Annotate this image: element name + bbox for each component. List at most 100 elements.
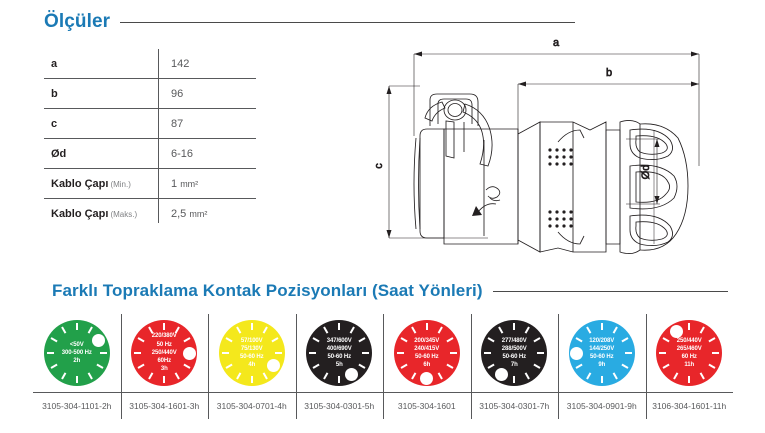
dial-rating-line: 200/345V [414,337,440,344]
table-row: a 142 [44,49,256,79]
dial-tick [75,323,78,330]
connector-outline [413,93,689,255]
dial-rating-line: 60 Hz [681,354,697,360]
cell-divider [383,392,471,393]
part-number-label: 3105-304-0301-7h [479,401,550,411]
part-number-label: 3105-304-0301-5h [304,401,375,411]
part-number-label: 3105-304-0701-4h [216,401,287,411]
dial-rating-line: 120/208V [589,337,615,344]
dial-rating-line: 60Hz [157,358,172,365]
dial-rating-line: 347/600V [326,337,352,344]
earth-contact-position-dot [420,371,434,385]
earth-contact-position-dot [345,368,359,382]
part-number-label: 3105-304-1601-3h [129,401,200,411]
grounding-section-heading: Farklı Topraklama Kontak Pozisyonları (S… [52,281,728,301]
cell-divider [295,392,383,393]
dial-tick-ring [656,320,722,386]
technical-drawing: a b c [368,26,763,266]
dimensions-table: a 142 b 96 c 87 Ød 6-16 Kablo Çapı(Min.) [44,49,256,228]
dimension-line-c [386,85,488,239]
dial-rating-line: 3h [160,366,168,373]
dimension-value: 142 [158,58,256,70]
dial-rating-line: 250/440V [151,349,177,356]
dial-rating-line: 300-500 Hz [61,349,92,356]
dial-rating-line: 277/480V [501,337,527,344]
dial-rating-line: 50-60 Hz [502,354,527,360]
dial-rating-line: <50V [69,341,84,348]
dial-rating-line: 6h [423,362,431,369]
dial-tick-ring [481,320,547,386]
table-row: Kablo Çapı(Min.) 1 mm² [44,169,256,199]
dial-rating-line: 288/500V [501,345,527,352]
dimension-value: 96 [158,88,256,100]
rotation-symbol [472,186,501,216]
dimension-value-text: 6-16 [171,147,194,160]
dial-rating-line: 9h [598,362,606,369]
dial-rating-line: 57/100V [240,337,263,344]
dimension-label: c [44,118,158,130]
dial-rating-line: 50-60 Hz [327,354,352,360]
dimension-line-a [413,51,700,166]
dimension-value-unit: mm² [180,178,199,189]
dimension-line-d [626,138,660,205]
cell-divider [558,392,646,393]
table-row: b 96 [44,79,256,109]
dimension-value: 1 mm² [158,178,256,190]
dimension-value-unit: mm² [189,208,208,219]
dial-tick-ring [569,320,635,386]
dimension-label-b: b [606,67,612,79]
dial-rating-line: 144/250V [589,345,615,352]
grounding-heading-text: Farklı Topraklama Kontak Pozisyonları (S… [52,281,483,300]
dimension-value: 6-16 [158,148,256,160]
dimensions-heading-text: Ölçüler [44,11,111,32]
dial-rating-line: 5h [335,362,343,369]
earth-contact-position-dot [495,368,509,382]
dial-tick [425,323,428,330]
part-number-label: 3105-304-1101-2h [42,401,112,411]
dimension-label: Kablo Çapı(Min.) [44,178,158,190]
dial-rating-line: 265/460V [676,345,702,352]
dial-tick [600,323,603,330]
dial-tick [250,323,253,330]
dimension-value: 87 [158,118,256,130]
dimension-label-text: Ød [51,147,67,160]
cell-divider [208,392,296,393]
dial-tick-ring [131,320,197,386]
cell-divider [645,392,733,393]
dial-tick [338,323,341,330]
dial-rating-line: 220/380V [151,333,177,340]
dimension-label-qualifier: (Min.) [110,179,131,189]
part-number-label: 3105-304-0901-9h [566,401,637,411]
dimensions-section-heading: Ölçüler [44,11,576,33]
dimension-value-text: 2,5 [171,207,187,220]
earth-contact-position-dot [91,334,105,347]
part-number-label: 3105-304-1601 [397,401,456,411]
dimension-value-text: 1 [171,177,178,190]
table-vertical-divider [158,49,159,223]
dial-rating-line: 75/130V [240,345,263,352]
dimension-label: Kablo Çapı(Maks.) [44,208,158,220]
